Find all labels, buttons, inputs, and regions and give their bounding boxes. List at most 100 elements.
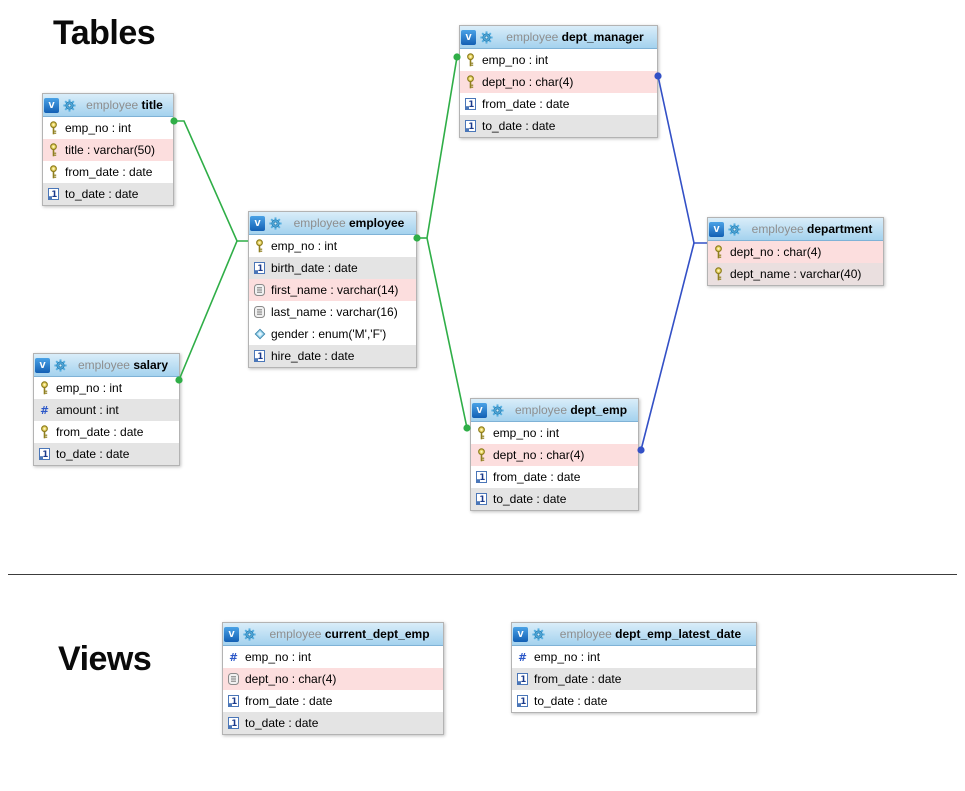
table-name: employee: [349, 216, 405, 230]
column-row-salary[interactable]: emp_no : int: [34, 377, 179, 399]
date-icon: 1: [475, 471, 488, 483]
column-row-title[interactable]: title : varchar(50): [43, 139, 173, 161]
column-row-dept_manager[interactable]: dept_no : char(4): [460, 71, 657, 93]
view-badge-icon: v: [513, 626, 528, 642]
column-label: dept_no : char(4): [245, 672, 337, 686]
column-row-title[interactable]: emp_no : int: [43, 117, 173, 139]
column-label: emp_no : int: [56, 381, 123, 395]
schema-name: employee: [77, 358, 134, 372]
gear-icon: [728, 222, 741, 236]
view-badge-icon: v: [35, 357, 50, 373]
view-badge-icon: v: [472, 402, 487, 418]
text-icon: [253, 306, 266, 318]
key-icon: [47, 143, 60, 157]
svg-text:#: #: [518, 652, 527, 663]
table-dept_emp_latest_date[interactable]: v employee dept_emp_latest_date # emp_no : …: [511, 622, 757, 713]
table-header-employee[interactable]: v employee employee: [249, 212, 416, 235]
date-icon: 1: [464, 120, 477, 132]
svg-text:1: 1: [479, 473, 485, 483]
svg-text:1: 1: [231, 719, 237, 729]
column-row-current_dept_emp[interactable]: dept_no : char(4): [223, 668, 443, 690]
column-label: to_date : date: [493, 492, 567, 506]
column-row-dept_manager[interactable]: emp_no : int: [460, 49, 657, 71]
view-badge-icon: v: [461, 29, 476, 45]
column-row-department[interactable]: dept_name : varchar(40): [708, 263, 883, 285]
date-icon: 1: [227, 717, 240, 729]
column-row-dept_emp[interactable]: 1 from_date : date: [471, 466, 638, 488]
svg-text:#: #: [229, 652, 238, 663]
relationship-line-dept_emp-department: [640, 242, 695, 451]
column-label: dept_no : char(4): [482, 75, 574, 89]
column-row-dept_manager[interactable]: 1 from_date : date: [460, 93, 657, 115]
table-title: employee employee: [286, 216, 412, 230]
key-icon: [38, 425, 51, 439]
column-label: to_date : date: [65, 187, 139, 201]
column-row-dept_emp[interactable]: dept_no : char(4): [471, 444, 638, 466]
table-name: department: [807, 222, 873, 236]
relationship-line-title-employee: [174, 120, 248, 242]
column-row-current_dept_emp[interactable]: 1 from_date : date: [223, 690, 443, 712]
column-row-dept_emp_latest_date[interactable]: # emp_no : int: [512, 646, 756, 668]
key-icon: [712, 245, 725, 259]
column-label: to_date : date: [56, 447, 130, 461]
svg-text:1: 1: [42, 450, 48, 460]
gear-icon: [491, 403, 504, 417]
svg-text:1: 1: [257, 352, 263, 362]
column-row-dept_emp[interactable]: emp_no : int: [471, 422, 638, 444]
table-header-dept_emp_latest_date[interactable]: v employee dept_emp_latest_date: [512, 623, 756, 646]
column-label: emp_no : int: [493, 426, 560, 440]
column-label: emp_no : int: [534, 650, 601, 664]
relationship-line-fork-dept_emp: [426, 237, 468, 429]
section-heading-tables: Tables: [53, 14, 156, 52]
view-badge-icon: v: [250, 215, 265, 231]
date-icon: 1: [227, 695, 240, 707]
column-label: emp_no : int: [65, 121, 132, 135]
column-row-employee[interactable]: emp_no : int: [249, 235, 416, 257]
gear-icon: [532, 627, 545, 641]
key-icon: [47, 121, 60, 135]
column-label: from_date : date: [65, 165, 153, 179]
column-row-employee[interactable]: last_name : varchar(16): [249, 301, 416, 323]
column-row-salary[interactable]: #amount : int: [34, 399, 179, 421]
svg-text:1: 1: [51, 190, 57, 200]
table-title: employee dept_emp_latest_date: [549, 627, 752, 641]
column-row-title[interactable]: 1 to_date : date: [43, 183, 173, 205]
column-row-salary[interactable]: from_date : date: [34, 421, 179, 443]
column-row-salary[interactable]: 1 to_date : date: [34, 443, 179, 465]
column-label: from_date : date: [493, 470, 581, 484]
column-label: from_date : date: [482, 97, 570, 111]
table-title: employee title: [80, 98, 169, 112]
column-label: from_date : date: [245, 694, 333, 708]
column-row-employee[interactable]: first_name : varchar(14): [249, 279, 416, 301]
column-row-current_dept_emp[interactable]: #emp_no : int: [223, 646, 443, 668]
table-name: title: [141, 98, 163, 112]
date-icon: 1: [464, 98, 477, 110]
column-label: emp_no : int: [482, 53, 549, 67]
column-row-title[interactable]: from_date : date: [43, 161, 173, 183]
column-row-employee[interactable]: gender : enum('M','F'): [249, 323, 416, 345]
gear-icon: [480, 30, 493, 44]
key-icon: [475, 448, 488, 462]
column-row-department[interactable]: dept_no : char(4): [708, 241, 883, 263]
